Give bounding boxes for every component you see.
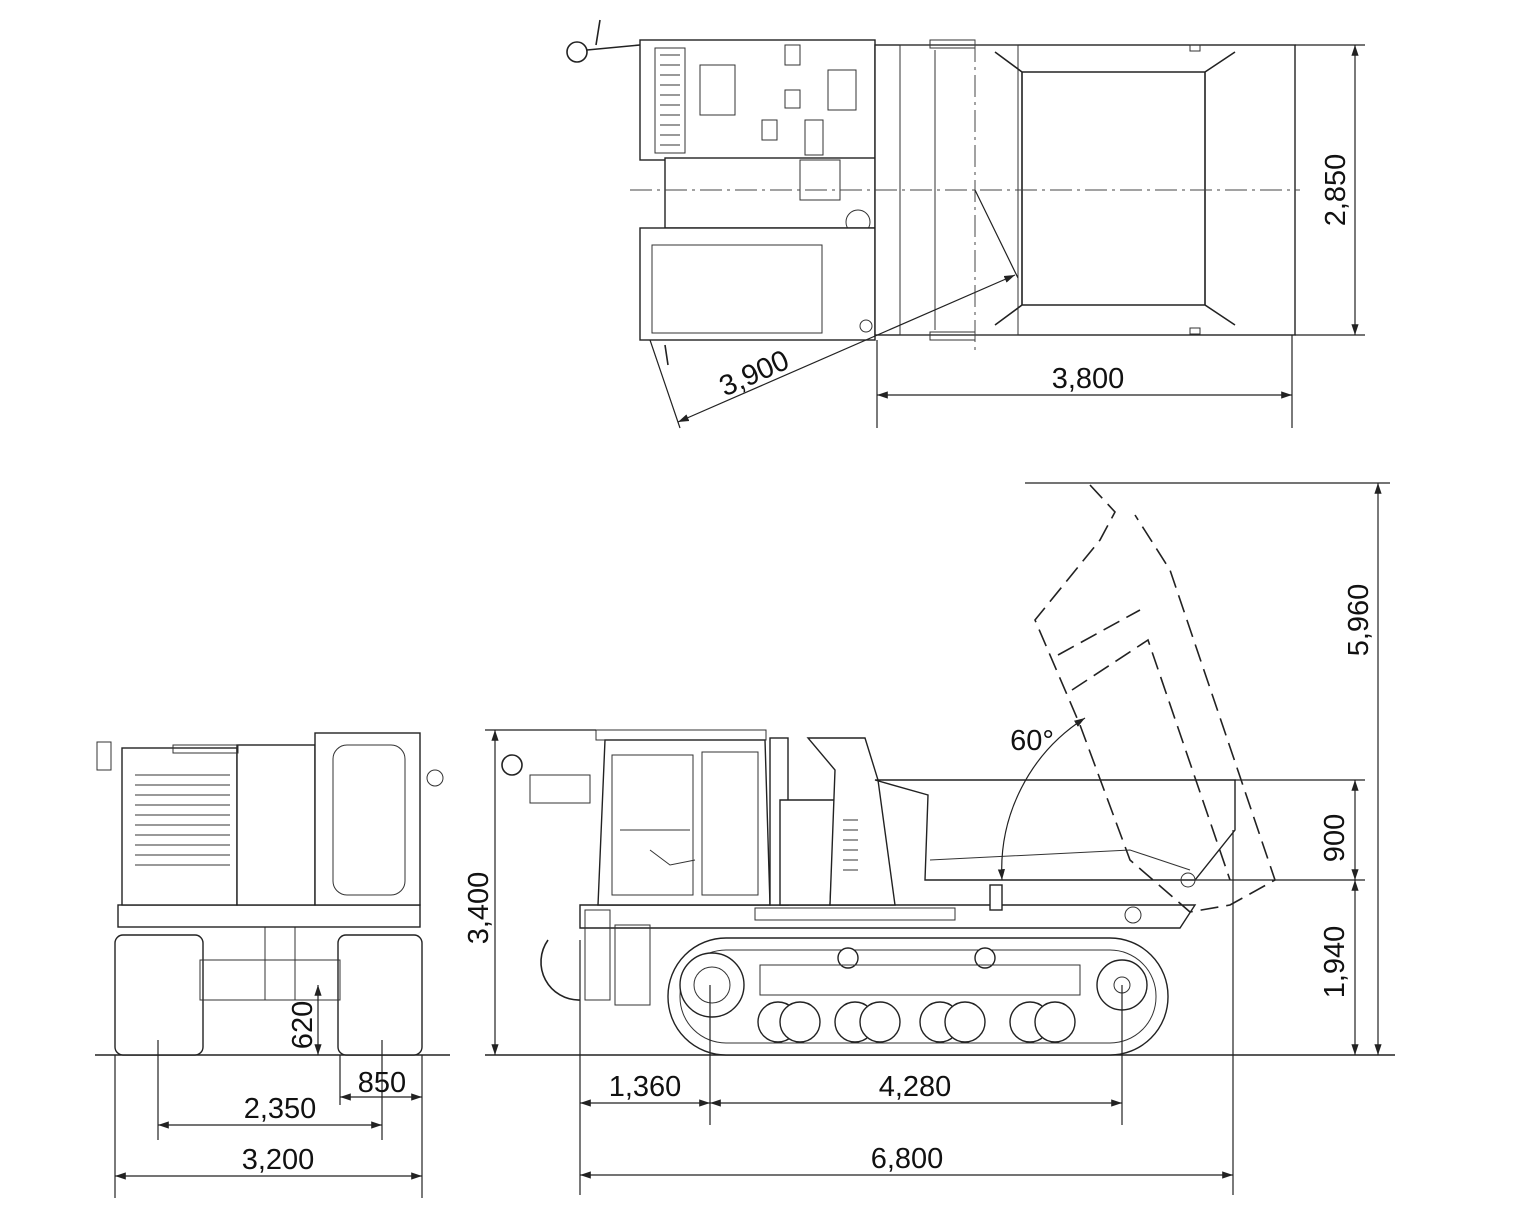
dim-label-620: 620 [287, 1001, 319, 1049]
side-view-dump-bed [874, 779, 1236, 924]
side-view-upper-body [501, 729, 1197, 1006]
dimension-bed-floor-1940: 1,940 [1319, 880, 1359, 1055]
dimension-overall-length-6800: 6,800 [580, 1143, 1233, 1179]
dim-label-900: 900 [1319, 814, 1351, 862]
dimension-track-gauge-2350: 2,350 [158, 1093, 382, 1129]
dim-label-3400: 3,400 [463, 872, 495, 945]
dimension-dump-height-5960: 5,960 [1025, 482, 1390, 1055]
dim-label-3800: 3,800 [1052, 363, 1125, 395]
dim-label-4280: 4,280 [879, 1071, 952, 1103]
dim-label-2350: 2,350 [244, 1093, 317, 1125]
front-view: 620 850 2,350 3,200 [95, 732, 450, 1198]
dim-label-2850: 2,850 [1320, 154, 1352, 227]
dimension-shoe-width-850: 850 [114, 1040, 423, 1198]
dim-label-6800: 6,800 [871, 1143, 944, 1175]
dimension-overall-width-3200: 3,200 [115, 1144, 422, 1180]
side-view: 60° 3,400 5,960 900 1,940 1,360 [463, 482, 1395, 1195]
dim-label-1940: 1,940 [1319, 926, 1351, 999]
front-view-tracks [114, 924, 423, 1056]
dimension-front-overhang-1360: 1,360 [579, 830, 1234, 1195]
dimension-bed-height-900: 900 [1195, 779, 1365, 881]
dim-label-3200: 3,200 [242, 1144, 315, 1176]
dimension-width-2850: 2,850 [1295, 44, 1365, 336]
dim-label-60-degrees: 60° [1010, 725, 1054, 757]
dim-label-850: 850 [358, 1067, 406, 1099]
front-view-body [96, 732, 444, 928]
side-view-track [667, 937, 1169, 1056]
top-view-machine-body [566, 19, 876, 366]
side-view-raised-bed-dashed [1034, 484, 1276, 913]
dim-label-1360: 1,360 [609, 1071, 682, 1103]
dump-angle-arc: 60° [997, 717, 1086, 881]
dimension-bed-length-3800: 3,800 [876, 335, 1293, 428]
dim-label-5960: 5,960 [1343, 584, 1375, 657]
dimension-overall-height-3400: 3,400 [463, 729, 596, 1055]
dim-label-3900: 3,900 [715, 344, 794, 403]
dimension-tumbler-distance-4280: 4,280 [710, 1071, 1122, 1107]
top-view: 2,850 3,800 3,900 [566, 19, 1365, 429]
dimension-ground-clearance-620: 620 [287, 985, 322, 1055]
